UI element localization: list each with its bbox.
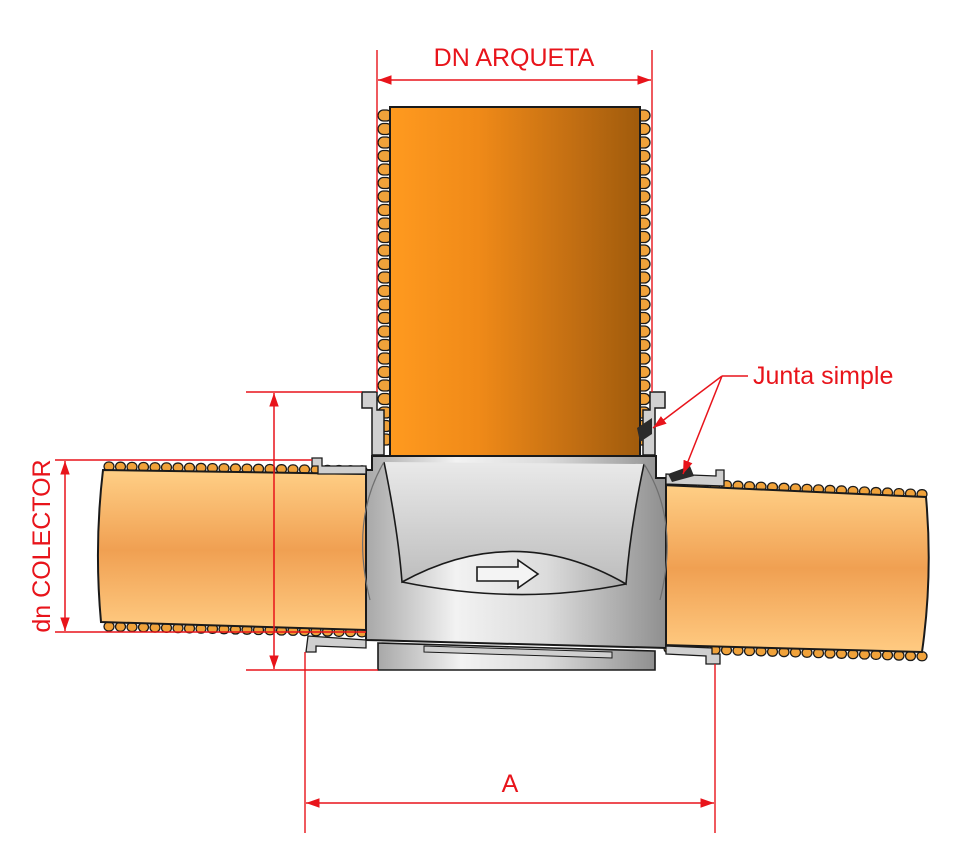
dim-fitting-height [246,391,378,671]
seal-vertical [637,418,652,442]
junta-simple-label: Junta simple [753,362,893,390]
dn-colector-label: dn COLECTOR [28,459,56,632]
dn-arqueta-label: DN ARQUETA [434,44,595,72]
corrugation-bump [916,651,928,662]
dim-a: A [304,652,716,833]
dim-dn-arqueta: DN ARQUETA [376,44,653,392]
dim-dn-colector: dn COLECTOR [28,459,366,633]
flow-direction-arrow-icon [476,558,540,590]
corrugation-bump [103,621,115,632]
a-label: A [502,770,519,798]
callout-junta-simple: Junta simple [652,362,893,475]
right-collector-pipe [661,477,930,662]
left-collector-pipe [96,461,368,638]
arqueta-fitting [305,391,725,671]
vertical-riser-pipe [377,106,651,458]
